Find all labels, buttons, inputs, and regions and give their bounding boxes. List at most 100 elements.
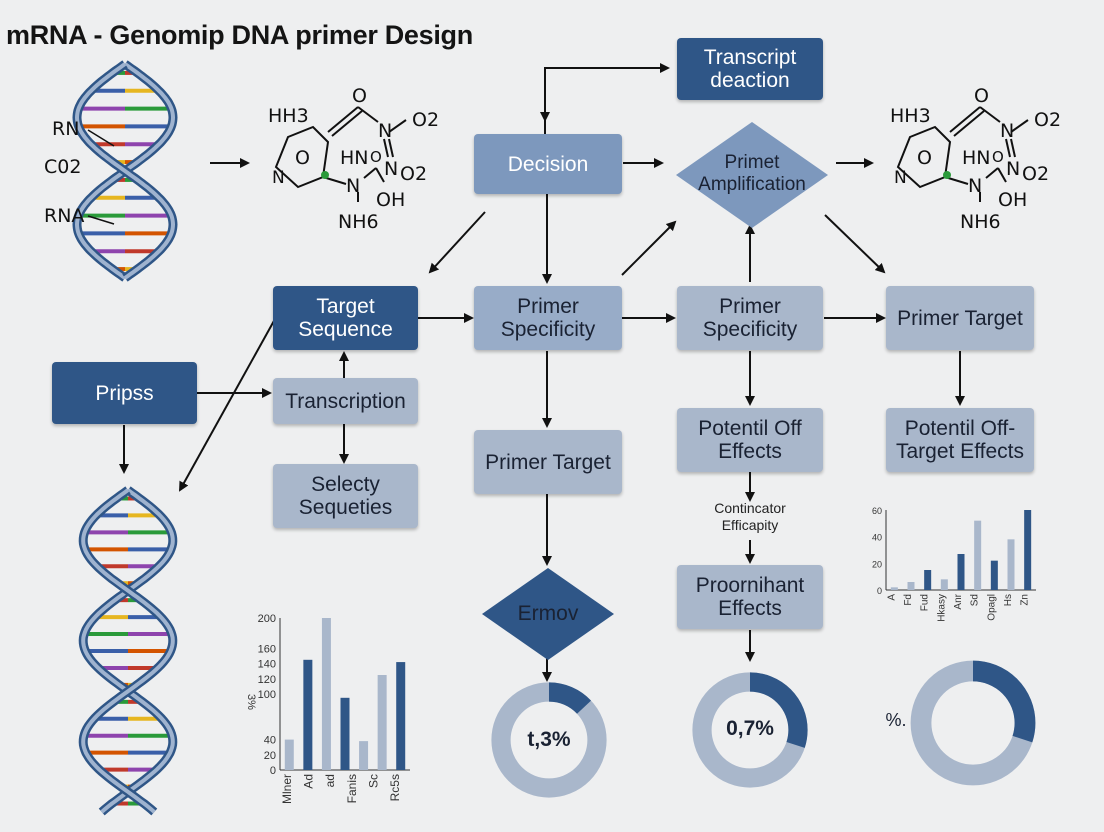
svg-text:O: O [370,148,382,166]
bar [377,675,387,770]
y-tick-label: 120 [258,674,276,686]
bar [284,739,294,770]
donut-2-label: 0,7% [726,717,774,740]
svg-text:N: N [1006,158,1020,180]
y-tick-label: 140 [258,659,276,671]
category-label: ad [323,774,337,787]
node-ermov-shape [482,568,614,660]
donut-chart-3 [910,660,1036,786]
arrow-target-seq-to-helix [179,309,281,492]
svg-text:HH3: HH3 [890,105,931,127]
category-label: Ad [302,774,316,789]
bar [940,579,948,590]
category-label: Fd [903,594,914,606]
donut-chart-2 [692,672,808,788]
node-primet-amplification-shape [676,122,828,228]
bar [907,582,915,590]
helix-label-group: RN C02 RNA [44,118,115,227]
bar [924,570,932,590]
svg-text:O: O [974,85,989,107]
node-primer-target-right: Primer Target [886,286,1034,350]
helix-label-rn: RN [52,118,79,140]
y-axis-label: 3% [245,694,257,710]
svg-text:N: N [968,175,982,197]
svg-text:N: N [894,168,907,188]
category-label: Anr [953,593,964,609]
bar [359,741,369,770]
category-label: Hkasy [936,594,947,622]
helix-label-rna: RNA [44,205,84,227]
donut-segment [910,660,1036,786]
svg-text:OH: OH [376,189,405,211]
arrow-decision-to-target-sequence [428,211,486,274]
y-tick-label: 40 [264,735,276,747]
y-tick-label: 60 [872,506,882,516]
category-label: Mlner [280,774,294,804]
y-tick-label: 0 [877,586,882,596]
node-potentil-off-effects: Potentil Off Effects [677,408,823,472]
node-decision: Decision [474,134,622,194]
donut-chart-1 [491,682,607,798]
donut-segment [491,682,607,798]
donut-1-label: t,3% [527,728,571,751]
molecule-structure-left: HH3 O N O2 N O2 O N HN N O OH NH6 [268,85,439,232]
svg-text:O: O [295,147,310,169]
svg-text:N: N [272,168,285,188]
category-label: Sc [367,774,381,788]
y-tick-label: 100 [258,689,276,701]
svg-text:O2: O2 [1022,163,1049,185]
y-tick-label: 200 [258,613,276,625]
helix-strand-highlight [81,488,175,814]
bar [1024,510,1032,590]
bar [321,618,331,770]
helix-strand-highlight [74,62,176,280]
dna-helix-bottom-icon [78,486,178,816]
arrow-specificity-to-amplification [621,220,677,276]
node-transcript-detection: Transcript deaction [677,38,823,100]
svg-text:N: N [378,120,392,142]
bar [890,587,898,590]
svg-text:O: O [352,85,367,107]
y-tick-label: 160 [258,643,276,655]
molecule-structure-right: HH3 O N O2 N O2 O N HN N O OH NH6 [890,85,1061,232]
node-pripss: Pripss [52,362,197,424]
page-title: mRNA - Genomip DNA primer Design [6,20,473,50]
svg-text:HH3: HH3 [268,105,309,127]
arrow-amplification-to-target [824,214,886,274]
svg-text:NH6: NH6 [960,211,1001,232]
bar [990,560,998,590]
svg-text:O2: O2 [1034,109,1061,131]
category-label: Hs [1003,594,1014,606]
node-selecty-sequeties: Selecty Sequeties [273,464,418,528]
y-tick-label: 40 [872,533,882,543]
category-label: Fanis [345,774,359,803]
node-primer-specificity-2: Primer Specificity [677,286,823,350]
bar [340,697,350,770]
svg-text:HN: HN [962,147,991,169]
node-primer-specificity-1: Primer Specificity [474,286,622,350]
y-tick-label: 0 [270,765,276,777]
svg-text:O: O [992,148,1004,166]
svg-text:N: N [346,175,360,197]
bar [396,662,406,770]
node-transcription: Transcription [273,378,418,424]
category-label: Zn [1020,594,1031,606]
y-tick-label: 20 [872,559,882,569]
category-label: Sd [970,594,981,606]
bar [303,659,313,770]
category-label: Rc5s [388,774,402,801]
y-tick-label: 20 [264,750,276,762]
svg-text:HN: HN [340,147,369,169]
category-label: A [886,594,897,601]
node-continuator-efficacity: Contincator Efficapity [714,500,786,533]
helix-label-co2: C02 [44,156,81,178]
category-label: Opagl [986,594,997,621]
helix-strand-highlight [81,488,175,814]
svg-text:O2: O2 [400,163,427,185]
svg-text:NH6: NH6 [338,211,379,232]
svg-text:O: O [917,147,932,169]
